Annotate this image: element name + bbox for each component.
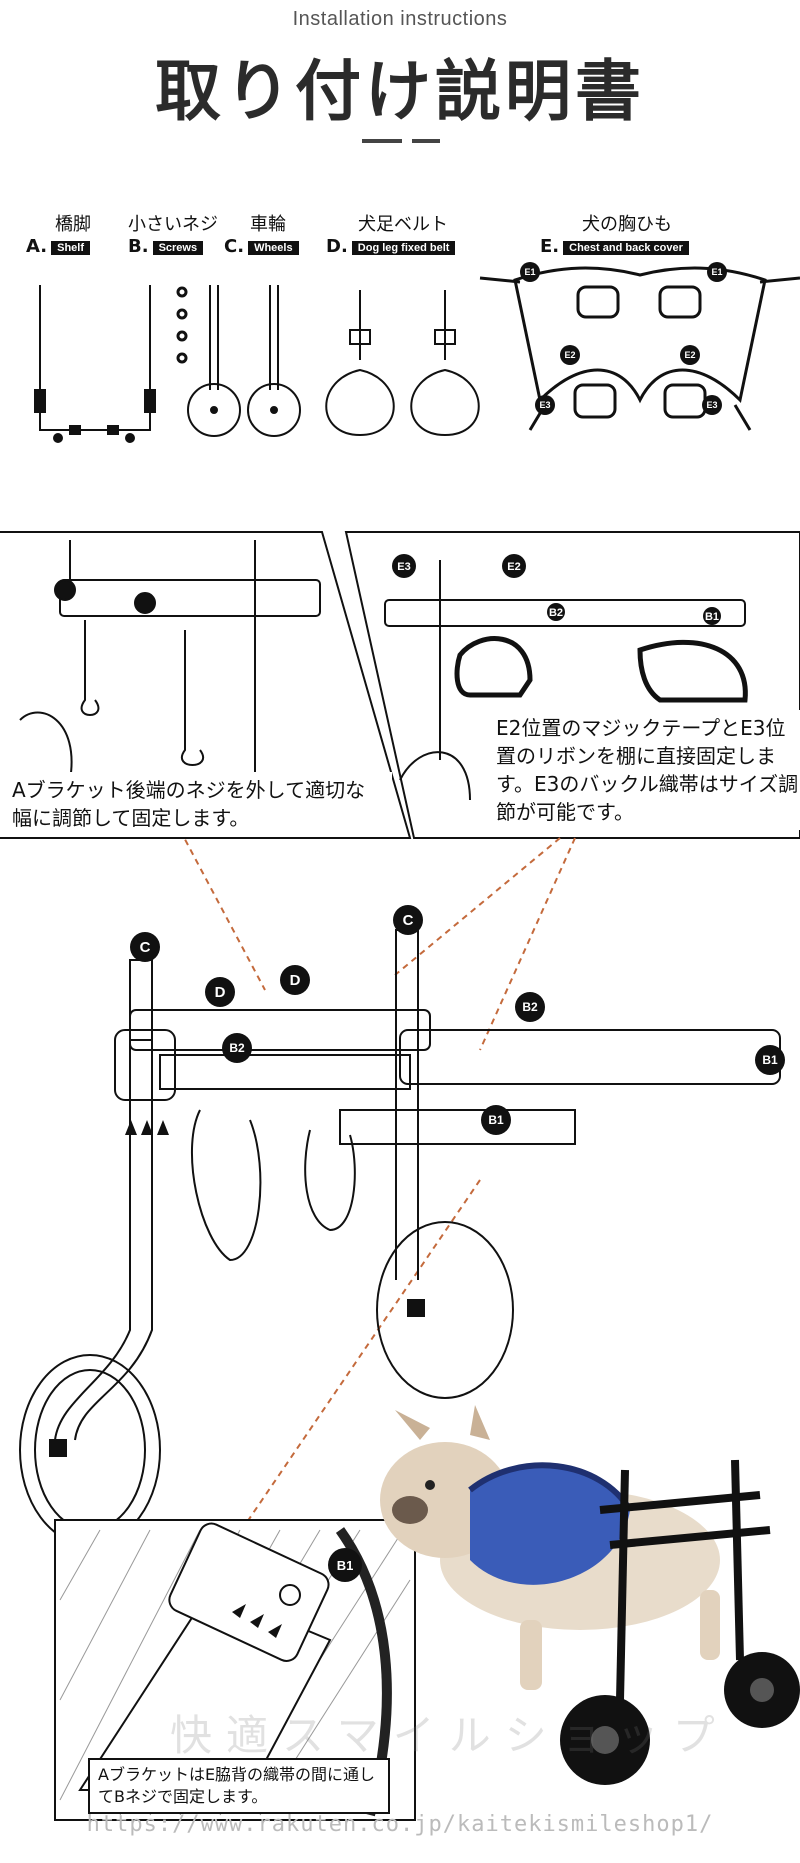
part-d-en: Dog leg fixed belt [351,240,456,255]
marker-b2-left: B2 [229,1041,245,1055]
part-b-jp: 小さいネジ [128,214,218,235]
marker-b1-closeup: B1 [337,1558,354,1573]
harness-drawing [479,266,800,431]
detail-panel-right [344,531,800,839]
assembly-leader-lines [179,829,576,1526]
assembly-drawing [19,929,781,1546]
part-e-jp: 犬の胸ひも [582,214,672,235]
marker-c-right: C [403,912,414,929]
dog-photo [380,1405,800,1785]
title-divider [362,139,402,143]
leg-belts-drawing [325,290,480,437]
marker-b1-center: B1 [488,1113,504,1127]
part-d-jp: 犬足ベルト [358,214,448,235]
detail-panel-left [0,531,412,839]
marker-b2-right: B2 [522,1000,538,1014]
marker-d-left: D [215,984,226,1001]
marker-b2-detail: B2 [549,607,563,619]
part-b-letter: B. [128,236,149,257]
part-b-label: B.Screws [128,236,204,257]
part-a-jp: 橋脚 [55,214,91,235]
marker-e3-a: E3 [539,400,550,410]
title-divider [412,139,440,143]
part-a-letter: A. [26,236,48,257]
part-c-en: Wheels [248,240,299,255]
part-c-label: C.Wheels [224,236,299,257]
wheels-drawing [187,285,301,437]
subtitle: Installation instructions [292,8,508,30]
marker-b1-detail: B1 [705,611,719,623]
watermark: 快適スマイルショップ [170,1711,729,1760]
marker-e3-detail: E3 [397,561,410,573]
part-d-label: D.Dog leg fixed belt [326,236,456,257]
note-right: E2位置のマジックテープとE3位置のリボンを棚に直接固定します。E3のバックル織… [488,710,800,830]
part-e-en: Chest and back cover [563,240,689,255]
note-left: Aブラケット後端のネジを外して適切な幅に調節して固定します。 [4,772,392,836]
marker-e1-a: E1 [524,267,535,277]
store-url: https://www.rakuten.co.jp/kaitekismilesh… [86,1812,714,1837]
marker-e2-b: E2 [684,350,695,360]
part-a-en: Shelf [51,240,91,255]
shelf-drawing [34,285,156,443]
part-c-jp: 車輪 [250,214,286,235]
part-e-label: E.Chest and back cover [540,236,689,257]
page-title: 取り付け説明書 [155,53,645,130]
part-e-letter: E. [540,236,560,257]
marker-b1-right: B1 [762,1053,778,1067]
part-b-en: Screws [152,240,204,255]
harness-markers [520,262,727,415]
marker-e1-b: E1 [711,267,722,277]
marker-e2-a: E2 [564,350,575,360]
note-bottom: AブラケットはE脇背の織帯の間に通してBネジで固定します。 [88,1758,390,1814]
marker-e2-detail: E2 [507,561,520,573]
marker-d-right: D [290,972,301,989]
marker-e3-b: E3 [706,400,717,410]
part-a-label: A.Shelf [26,236,91,257]
part-c-letter: C. [224,236,245,257]
screws-drawing [176,286,188,364]
marker-c-left: C [140,939,151,956]
part-d-letter: D. [326,236,348,257]
